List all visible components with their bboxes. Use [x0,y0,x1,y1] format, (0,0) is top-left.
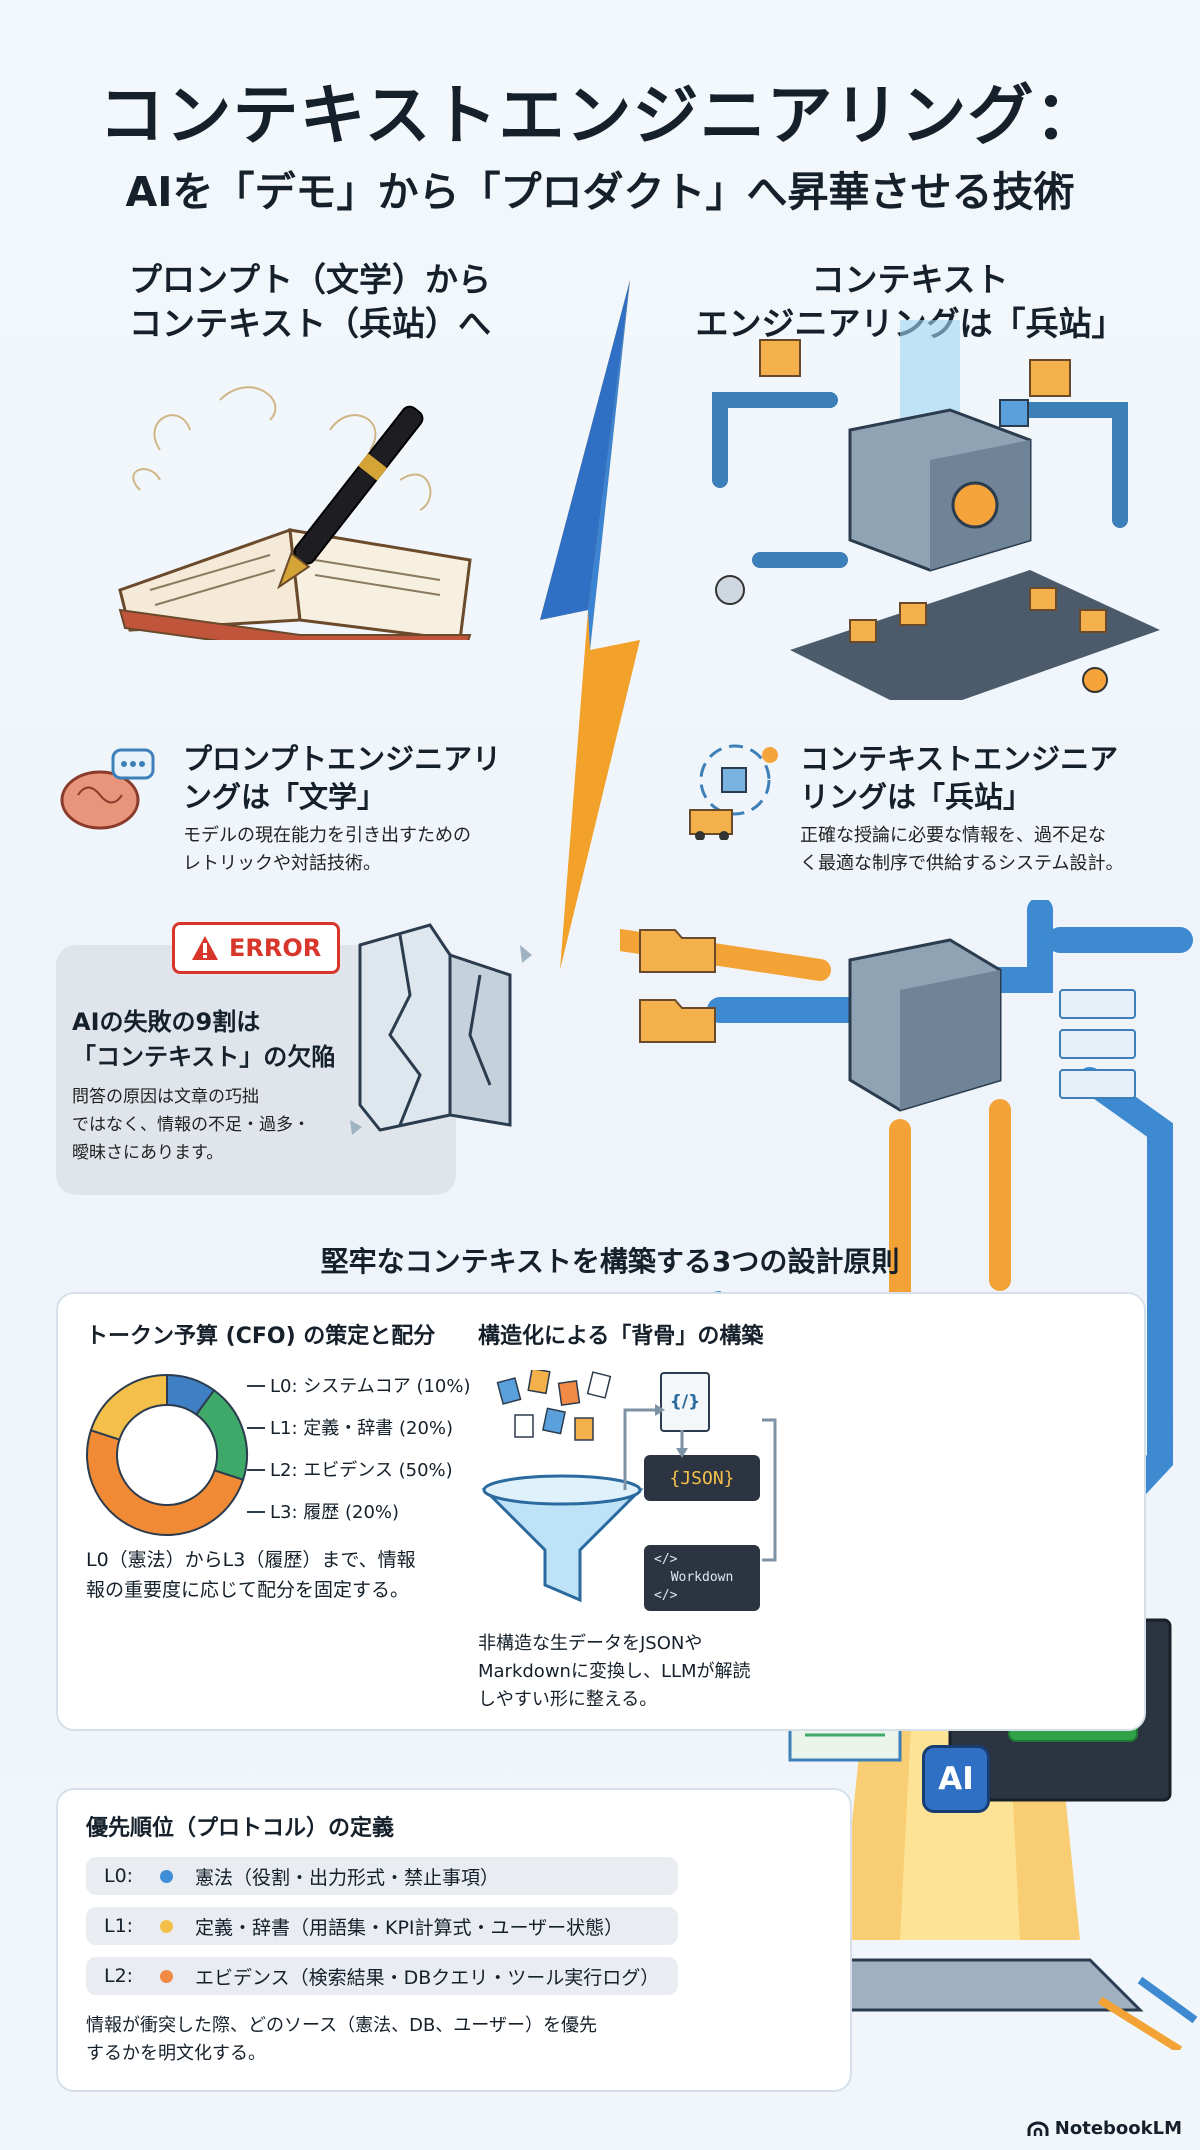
token-caption-line2: 報の重要度に応じて配分を固定する。 [86,1579,410,1601]
left-section-header: プロンプト（文学）から コンテキスト（兵站）へ [60,258,560,346]
donut-slice-3 [89,1373,168,1441]
donut-legend-label-2: L2: エビデンス (50%) [270,1460,453,1481]
book-pen-illustration [118,386,472,640]
warning-icon [192,936,218,960]
prompt-eng-title-line1: プロンプトエンジニアリ [183,742,502,776]
notebooklm-branding: NotebookLM [1027,2118,1182,2139]
markdown-block: </> Workdown </> [644,1545,760,1611]
priority-text-l0: 憲法（役割・出力形式・禁止事項） [195,1866,500,1889]
priority-level-l1: L1: [104,1915,134,1937]
donut-slice-1 [194,1388,248,1481]
error-desc-line2: ではなく、情報の不足・過多・ [72,1115,310,1135]
priority-level-l2: L2: [104,1965,134,1987]
structuring-caption-line3: しやすい形に整える。 [478,1689,658,1710]
cracked-block-icon [350,923,532,1135]
structuring-caption-line1: 非構造な生データをJSONや [478,1633,703,1654]
error-desc-line1: 問答の原因は文章の巧拙 [72,1087,259,1107]
priority-dot-l1 [160,1919,173,1933]
context-eng-desc-line2: く最適な制序で供給するシステム設計。 [800,853,1124,874]
context-eng-desc-line1: 正確な授論に必要な情報を、過不足な [800,825,1106,846]
left-header-line2: コンテキスト（兵站）へ [128,304,491,343]
lightning-bolt-divider [540,280,640,970]
right-header-line1: コンテキスト [811,260,1009,299]
error-title-line1: AIの失敗の9割は [72,1008,261,1036]
error-badge-label: ERROR [229,934,322,962]
notebooklm-logo-icon [1027,2121,1049,2136]
token-budget-title: トークン予算 (CFO) の策定と配分 [86,1324,436,1349]
structuring-title: 構造化による「背骨」の構築 [478,1324,764,1349]
page-title: コンテキストエンジニアリング： [98,77,1102,154]
donut-slice-2 [86,1429,245,1536]
json-block: {JSON} [644,1455,760,1501]
structuring-arrows [623,1404,777,1562]
priority-level-l0: L0: [104,1865,134,1887]
notebooklm-label: NotebookLM [1054,2118,1182,2139]
priority-row-l2: L2: エビデンス（検索結果・DBクエリ・ツール実行ログ） [86,1957,678,1995]
prompt-engineering-block: プロンプトエンジニアリ ングは「文学」 モデルの現在能力を引き出すための レトリ… [183,740,543,878]
data-funnel-icon [481,1370,644,1603]
priority-row-l0: L0: 憲法（役割・出力形式・禁止事項） [86,1857,678,1895]
priority-text-l1: 定義・辞書（用語集・KPI計算式・ユーザー状態） [195,1916,624,1939]
markdown-close: </> [654,1588,678,1603]
priority-row-l1: L1: 定義・辞書（用語集・KPI計算式・ユーザー状態） [86,1907,678,1945]
prompt-eng-desc-line2: レトリックや対話技術。 [183,853,381,874]
priority-dot-l2 [160,1969,173,1983]
priority-caption: 情報が衝突した際、どのソース（憲法、DB、ユーザー）を優先 するかを明文化する。 [86,2012,826,2068]
error-badge: ERROR [172,922,341,974]
principles-title: 堅牢なコンテキストを構築する3つの設計原則 [320,1245,900,1278]
error-text: AIの失敗の9割は 「コンテキスト」の欠陥 問答の原因は文章の巧拙 ではなく、情… [72,1005,372,1167]
markdown-label: Workdown [670,1570,734,1585]
logistics-factory-illustration [712,320,1160,700]
priority-dot-l0 [160,1869,173,1883]
error-title-line2: 「コンテキスト」の欠陥 [72,1043,336,1071]
logistics-cycle-icon [689,744,778,840]
priority-caption-line2: するかを明文化する。 [86,2043,266,2064]
donut-legend-label-0: L0: システムコア (10%) [270,1376,471,1397]
ai-chip: AI [922,1745,990,1813]
code-file-icon: {/} [660,1372,710,1432]
brain-chat-icon [60,748,155,830]
structuring-caption-line2: Markdownに変換し、LLMが解読 [478,1661,751,1682]
context-eng-title-line2: リングは「兵站」 [800,780,1033,814]
prompt-eng-desc-line1: モデルの現在能力を引き出すための [183,825,471,846]
prompt-eng-title-line2: ングは「文学」 [183,780,387,814]
context-eng-title-line1: コンテキストエンジニア [800,742,1119,776]
donut-legend-label-1: L1: 定義・辞書 (20%) [270,1418,453,1439]
page-subtitle: AIを「デモ」から「プロダクト」へ昇華させる技術 [125,168,1075,216]
left-header-line1: プロンプト（文学）から [128,260,491,299]
priority-caption-line1: 情報が衝突した際、どのソース（憲法、DB、ユーザー）を優先 [86,2015,597,2036]
structuring-caption: 非構造な生データをJSONや Markdownに変換し、LLMが解読 しやすい形… [478,1630,798,1714]
error-desc-line3: 曖昧さにあります。 [72,1143,224,1163]
priority-text-l2: エビデンス（検索結果・DBクエリ・ツール実行ログ） [195,1966,660,1989]
context-engineering-block: コンテキストエンジニア リングは「兵站」 正確な授論に必要な情報を、過不足な く… [800,740,1170,878]
markdown-prefix: </> [654,1552,678,1567]
token-budget-caption: L0（憲法）からL3（履歴）まで、情報 報の重要度に応じて配分を固定する。 [86,1545,466,1605]
token-caption-line1: L0（憲法）からL3（履歴）まで、情報 [86,1549,416,1571]
donut-legend-label-3: L3: 履歴 (20%) [270,1502,399,1523]
token-budget-donut-chart: L0: システムコア (10%) L1: 定義・辞書 (20%) L2: エビデンス… [86,1373,471,1536]
priority-title: 優先順位（プロトコル）の定義 [86,1816,395,1841]
